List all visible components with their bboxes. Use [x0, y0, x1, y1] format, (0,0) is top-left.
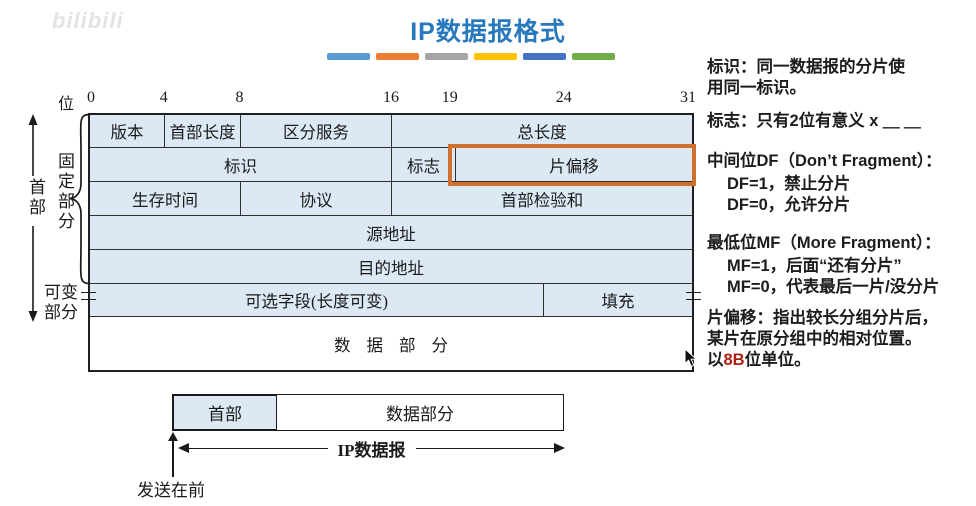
note-mf-0: MF=0，代表最后一片/没分片 [727, 278, 940, 296]
field-source-address: 源地址 [90, 216, 692, 250]
field-identification: 标识 [90, 148, 392, 182]
field-destination-address: 目的地址 [90, 250, 692, 284]
accent-bar [572, 53, 615, 60]
bottom-header-box: 首部 [172, 394, 278, 431]
field-total-length: 总长度 [392, 115, 692, 148]
note-df-title: 中间位DF（Don’t Fragment）： [707, 152, 942, 170]
bit-tick-31: 31 [679, 89, 696, 106]
accent-bar [523, 53, 566, 60]
break-mark-right [686, 292, 701, 300]
mouse-cursor-icon [684, 348, 698, 368]
variable-part-label: 可变 部分 [37, 283, 85, 323]
variable-part-line2: 部分 [44, 303, 78, 322]
field-version: 版本 [90, 115, 165, 148]
arrowhead-left [178, 443, 189, 453]
field-ttl: 生存时间 [90, 182, 241, 216]
field-protocol: 协议 [241, 182, 392, 216]
bilibili-watermark: bilibili [52, 8, 124, 33]
field-dscp: 区分服务 [241, 115, 392, 148]
field-options: 可选字段(长度可变) [90, 284, 544, 317]
header-span-arrow [28, 114, 38, 322]
accent-bars [327, 53, 615, 60]
bit-tick-24: 24 [555, 89, 572, 106]
sent-first-label: 发送在前 [137, 481, 205, 500]
accent-bar [474, 53, 517, 60]
note-df-1: DF=1，禁止分片 [727, 175, 851, 193]
sent-first-arrow-line [172, 440, 174, 477]
note-offset-8b: 8B [723, 351, 745, 369]
bit-tick-4: 4 [159, 89, 168, 106]
datagram-label: IP数据报 [337, 440, 406, 460]
note-offset-line1: 片偏移：指出较长分组分片后， [707, 309, 938, 327]
fragment-offset-highlight [448, 144, 696, 186]
accent-bar [425, 53, 468, 60]
note-offset-line3: 以8B位单位。 [707, 350, 811, 371]
note-mf-1: MF=1，后面“还有分片” [727, 257, 902, 275]
bit-scale: 0 4 8 16 19 24 31 [87, 89, 696, 107]
bit-unit-label: 位 [58, 96, 75, 113]
ip-header-table: 版本 首部长度 区分服务 总长度 标识 标志 片偏移 生存时间 协议 首部检验和… [88, 113, 696, 372]
field-padding: 填充 [544, 284, 692, 317]
note-identification-line2: 用同一标识。 [707, 79, 806, 97]
field-data-part: 数据部分 [90, 317, 692, 370]
bit-tick-19: 19 [441, 89, 458, 106]
field-header-checksum: 首部检验和 [392, 182, 692, 216]
note-identification-line1: 标识：同一数据报的分片使 [707, 58, 905, 76]
field-flags: 标志 [392, 148, 456, 182]
datagram-span-arrow: IP数据报 [178, 441, 565, 460]
accent-bar [327, 53, 370, 60]
field-header-length: 首部长度 [165, 115, 241, 148]
fixed-part-label: 固定部分 [55, 152, 74, 232]
note-offset-post: 位单位。 [744, 351, 811, 369]
header-side-label: 首部 [26, 178, 45, 218]
arrowhead-right [554, 443, 565, 453]
note-mf-title: 最低位MF（More Fragment）： [707, 234, 941, 252]
note-flags: 标志：只有2位有意义 x ＿ ＿ [707, 112, 921, 130]
break-mark-left [81, 292, 96, 300]
note-df-0: DF=0，允许分片 [727, 196, 851, 214]
arrow-line [415, 447, 554, 449]
bit-tick-16: 16 [383, 89, 399, 106]
accent-bar [376, 53, 419, 60]
arrow-line [189, 447, 328, 449]
field-fragment-offset: 片偏移 [456, 148, 692, 182]
bit-tick-8: 8 [235, 89, 244, 106]
bit-tick-0: 0 [87, 89, 96, 106]
bottom-data-box: 数据部分 [276, 394, 564, 431]
fixed-part-brace [69, 113, 91, 285]
page-title: IP数据报格式 [410, 18, 566, 46]
sent-first-arrowhead [168, 432, 178, 441]
note-offset-pre: 以 [707, 351, 724, 369]
note-offset-line2: 某片在原分组中的相对位置。 [707, 330, 922, 348]
variable-part-line1: 可变 [44, 283, 78, 302]
